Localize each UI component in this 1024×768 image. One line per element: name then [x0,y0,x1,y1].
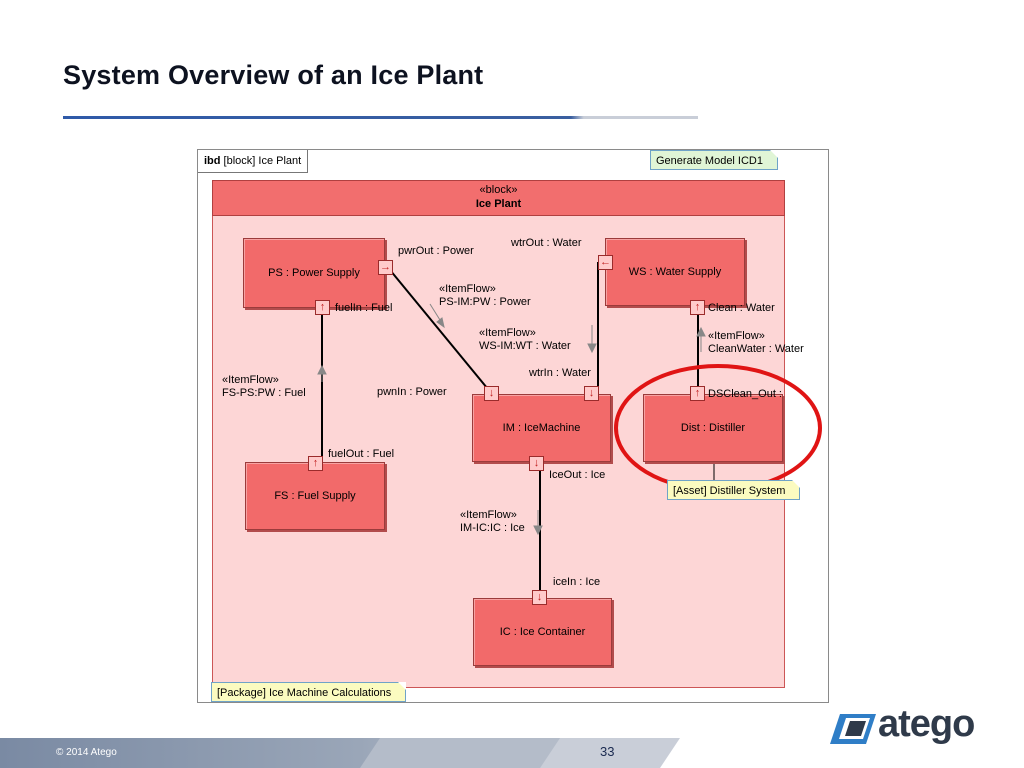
itemflow-name: FS-PS:PW : Fuel [222,387,306,399]
itemflow-ws-im: «ItemFlow» WS-IM:WT : Water [479,327,571,353]
part-power-supply[interactable]: PS : Power Supply [243,238,385,308]
port-label-iceout: IceOut : Ice [549,469,606,481]
itemflow-stereotype: «ItemFlow» [222,374,279,386]
port-label-clean: Clean : Water [708,302,775,314]
part-fuel-supply[interactable]: FS : Fuel Supply [245,462,385,530]
itemflow-stereotype: «ItemFlow» [460,509,517,521]
port-fuelout-icon[interactable]: ↑ [308,456,323,471]
part-distiller[interactable]: Dist : Distiller [643,394,783,462]
ice-plant-block-header[interactable]: «block» Ice Plant [212,180,785,216]
port-iceout-icon[interactable]: ↓ [529,456,544,471]
port-fuelin-icon[interactable]: ↑ [315,300,330,315]
itemflow-name: WS-IM:WT : Water [479,340,571,352]
port-label-dsclean-out: DSClean_Out : [708,388,782,400]
itemflow-name: IM-IC:IC : Ice [460,522,525,534]
itemflow-im-ic: «ItemFlow» IM-IC:IC : Ice [460,509,525,535]
atego-logo-icon [830,714,876,744]
port-label-icein: iceIn : Ice [553,576,601,588]
port-label-pwnin: pwnIn : Power [377,386,447,398]
itemflow-stereotype: «ItemFlow» [439,283,496,295]
block-name: Ice Plant [475,198,522,210]
itemflow-name: CleanWater : Water [708,343,804,355]
itemflow-fs-ps: «ItemFlow» FS-PS:PW : Fuel [222,374,306,400]
diagram-kind: ibd [204,155,221,167]
itemflow-name: PS-IM:PW : Power [439,296,531,308]
port-wtrin-icon[interactable]: ↓ [584,386,599,401]
port-label-fuelout: fuelOut : Fuel [328,448,395,460]
port-wtrout-icon[interactable]: ← [598,255,613,270]
note-asset-distiller[interactable]: [Asset] Distiller System [667,480,801,500]
page-number: 33 [600,744,615,759]
port-label-pwrout: pwrOut : Power [398,245,474,257]
note-package-calculations[interactable]: [Package] Ice Machine Calculations [211,682,407,702]
itemflow-stereotype: «ItemFlow» [708,330,765,342]
footer-band [0,738,680,768]
part-ice-machine[interactable]: IM : IceMachine [472,394,611,462]
port-icein-icon[interactable]: ↓ [532,590,547,605]
logo-wordmark: atego [878,703,975,745]
itemflow-stereotype: «ItemFlow» [479,327,536,339]
port-clean-icon[interactable]: ↑ [690,300,705,315]
slide-title: System Overview of an Ice Plant [63,60,484,90]
title-underline [63,116,698,119]
port-label-wtrout: wtrOut : Water [511,237,582,249]
part-ice-container[interactable]: IC : Ice Container [473,598,612,666]
port-pwnin-icon[interactable]: ↓ [484,386,499,401]
itemflow-clean-water: «ItemFlow» CleanWater : Water [708,330,804,356]
part-water-supply[interactable]: WS : Water Supply [605,238,745,306]
diagram-frame-label: ibd [block] Ice Plant [198,150,309,173]
block-stereotype: «block» [479,184,518,196]
port-label-fuelin: fuelIn : Fuel [335,302,393,314]
diagram-context: [block] Ice Plant [220,155,302,167]
port-pwrout-icon[interactable]: → [378,260,393,275]
port-dsclean-out-icon[interactable]: ↑ [690,386,705,401]
port-label-wtrin: wtrIn : Water [529,367,591,379]
footer-copyright: © 2014 Atego [56,747,117,758]
itemflow-ps-im: «ItemFlow» PS-IM:PW : Power [439,283,531,309]
note-generate-model[interactable]: Generate Model ICD1 [650,150,778,170]
